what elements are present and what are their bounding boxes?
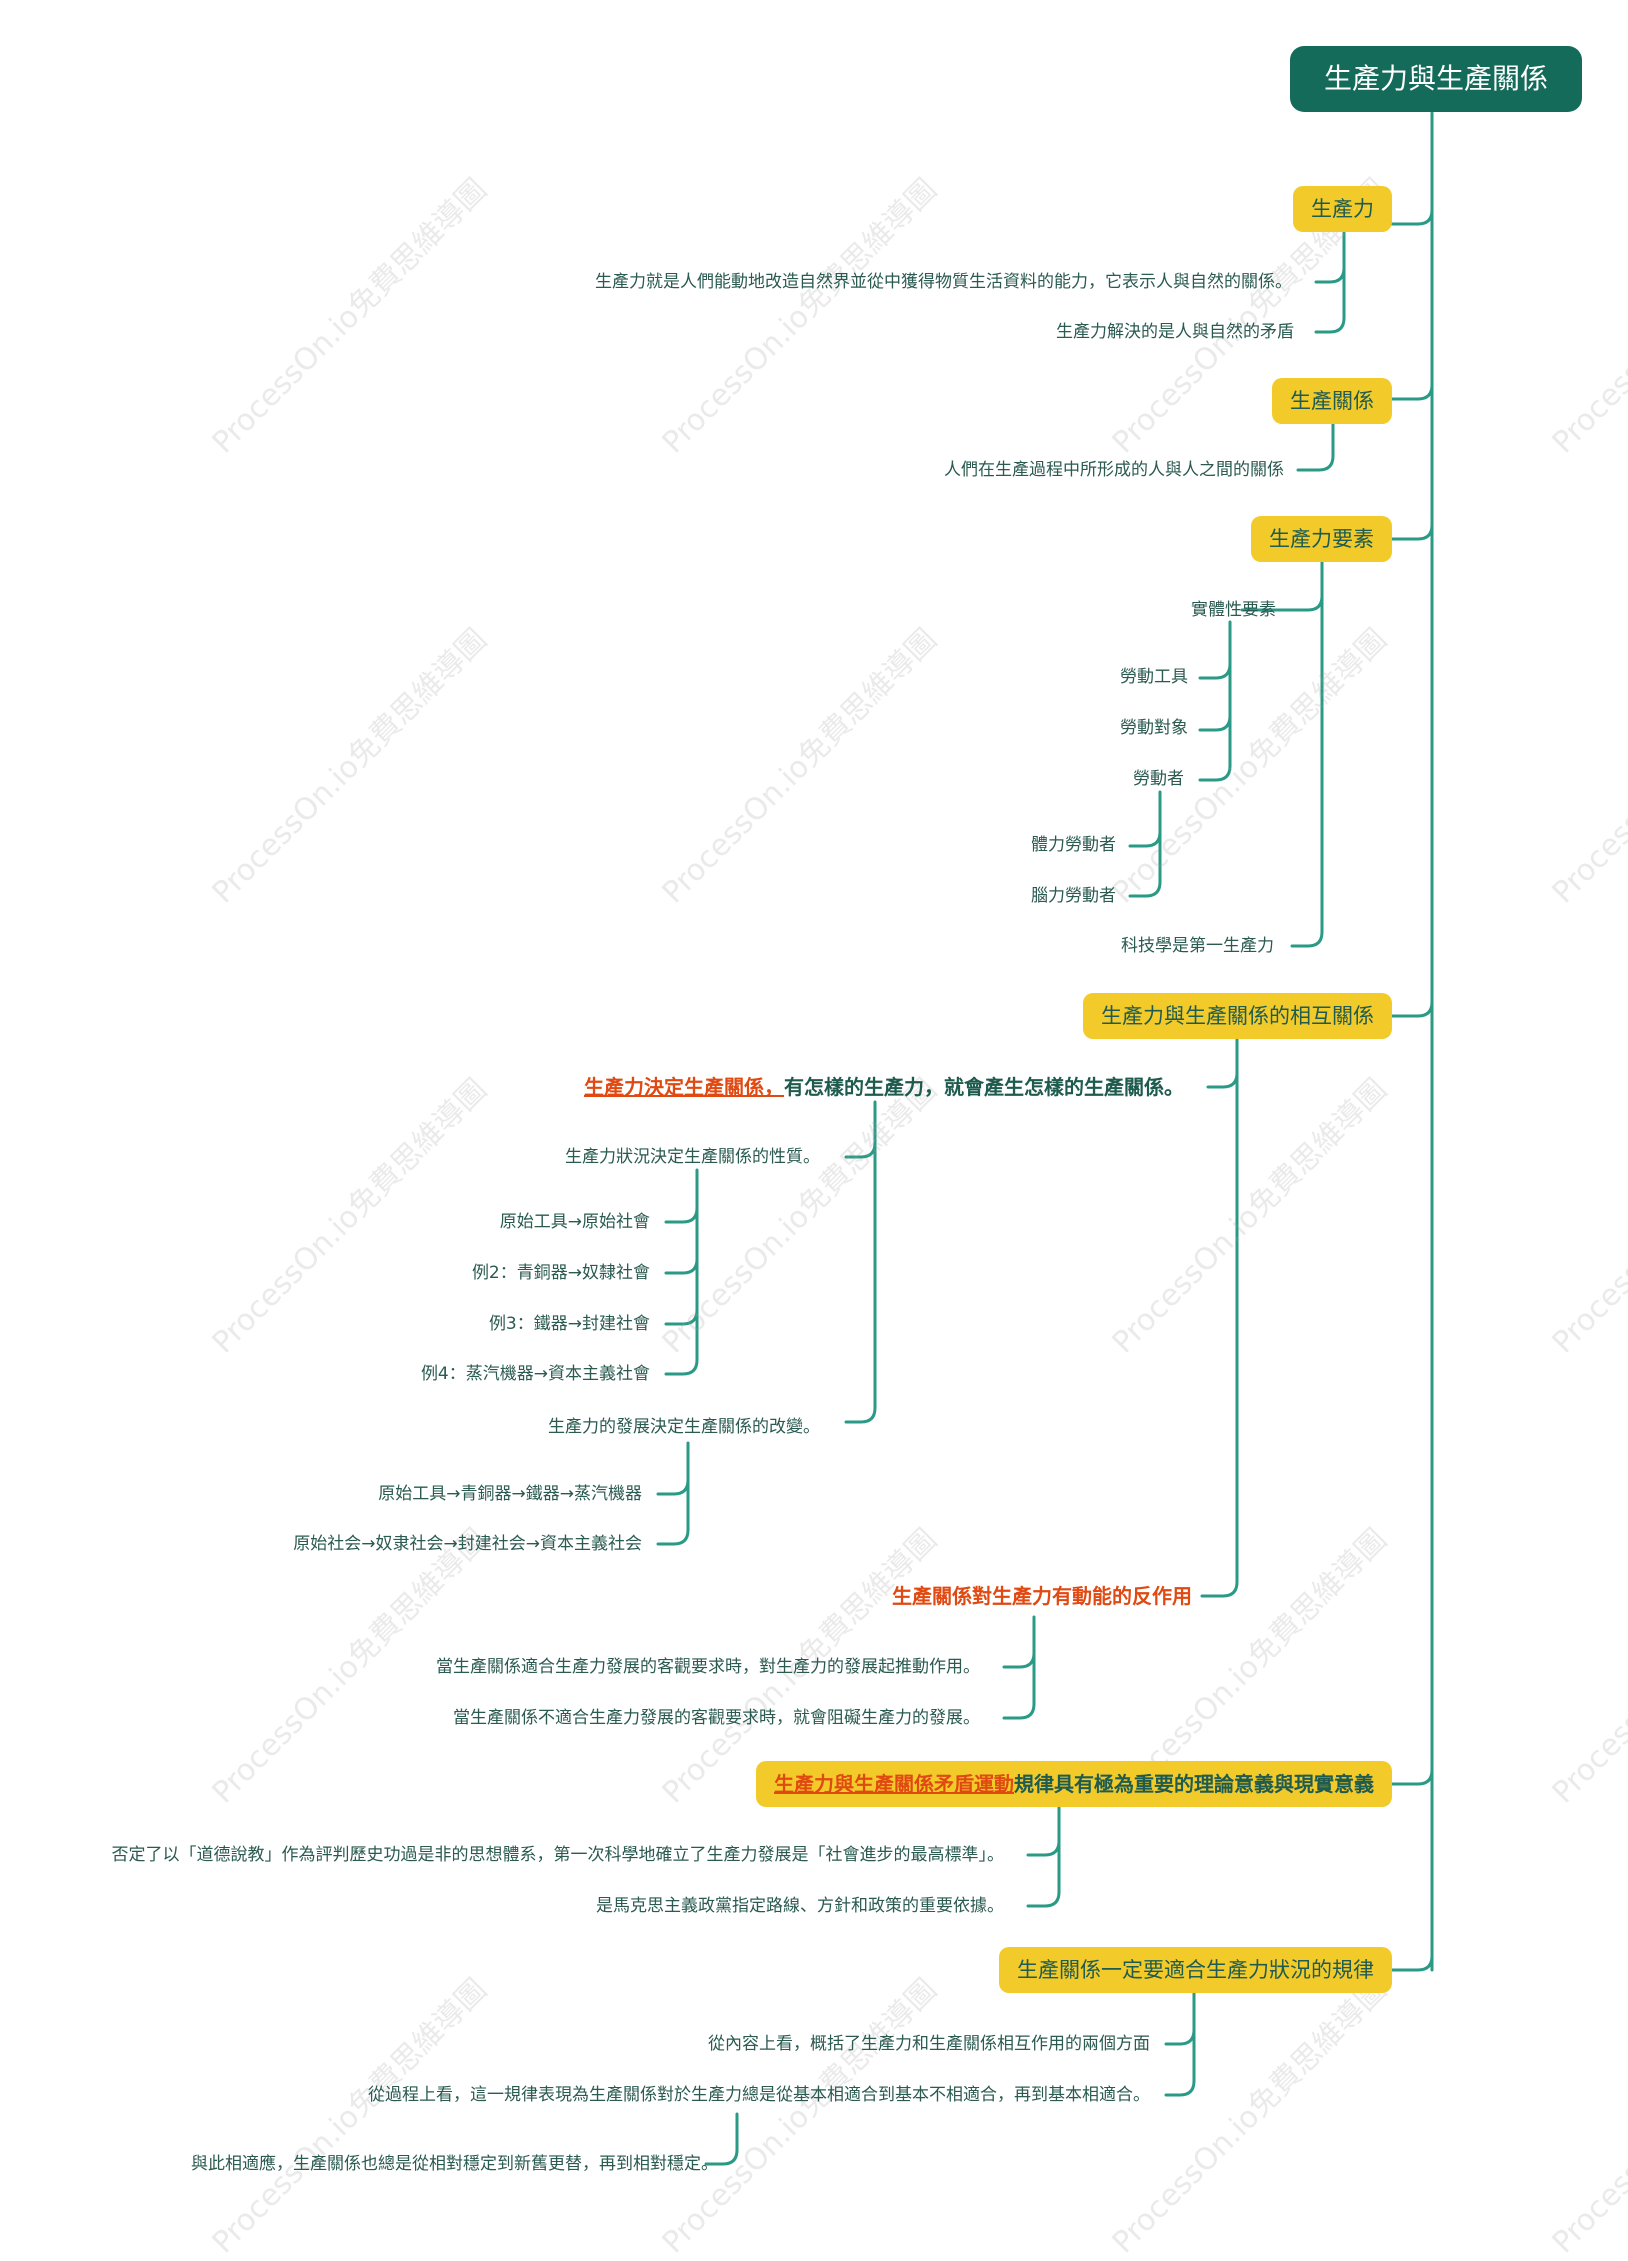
watermark: ProcessOn.io免費思維導圖 [1105,1072,1394,1361]
topic-adaptation-law[interactable]: 生產關係一定要適合生產力狀況的規律 [999,1947,1392,1993]
leaf-labor-objects[interactable]: 勞動對象 [1120,718,1188,738]
leaf-reaction[interactable]: 生產關係對生產力有動能的反作用 [892,1584,1192,1608]
watermark: ProcessOn.io免費思維導圖 [1545,622,1628,911]
leaf-science-productivity[interactable]: 科技學是第一生產力 [1121,936,1274,956]
leaf-society-sequence[interactable]: 原始社会→奴隶社会→封建社会→資本主義社会 [293,1534,642,1554]
watermark: ProcessOn.io免費思維導圖 [1105,1972,1394,2261]
leaf-law-stability[interactable]: 與此相適應，生產關係也總是從相對穩定到新舊更替，再到相對穩定。 [191,2154,718,2174]
leaf-labor-tools[interactable]: 勞動工具 [1120,667,1188,687]
decides-rest: 有怎樣的生產力，就會產生怎樣的生產關係。 [784,1075,1184,1099]
leaf-reaction-hinder[interactable]: 當生產關係不適合生產力發展的客觀要求時，就會阻礙生產力的發展。 [453,1708,980,1728]
topic-elements[interactable]: 生產力要素 [1251,516,1392,562]
root-topic[interactable]: 生產力與生產關係 [1289,46,1582,112]
watermark: ProcessOn.io免費思維導圖 [1545,1072,1628,1361]
leaf-example-3[interactable]: 例3：鐵器→封建社會 [488,1314,650,1334]
watermark: ProcessOn.io免費思維導圖 [205,172,494,461]
leaf-example-2[interactable]: 例2：青銅器→奴隸社會 [471,1263,650,1283]
watermark: ProcessOn.io免費思維導圖 [1545,172,1628,461]
leaf-change[interactable]: 生產力的發展決定生產關係的改變。 [548,1417,820,1437]
leaf-laborers[interactable]: 勞動者 [1133,769,1184,789]
leaf-law-process[interactable]: 從過程上看，這一規律表現為生產關係對於生產力總是從基本相適合到基本不相適合，再到… [368,2085,1150,2105]
leaf-example-1[interactable]: 原始工具→原始社會 [499,1212,650,1232]
watermark: ProcessOn.io免費思維導圖 [655,1972,944,2261]
leaf-example-4[interactable]: 例4：蒸汽機器→資本主義社會 [420,1364,650,1384]
leaf-productivity-decides[interactable]: 生產力決定生產關係，有怎樣的生產力，就會產生怎樣的生產關係。 [584,1073,1184,1101]
leaf-relations-definition[interactable]: 人們在生產過程中所形成的人與人之間的關係 [944,460,1284,480]
watermark: ProcessOn.io免費思維導圖 [1105,622,1394,911]
watermark: ProcessOn.io免費思維導圖 [655,1072,944,1361]
topic-interrelation[interactable]: 生產力與生產關係的相互關係 [1083,993,1392,1039]
watermark: ProcessOn.io免費思維導圖 [655,172,944,461]
leaf-productivity-definition[interactable]: 生產力就是人們能動地改造自然界並從中獲得物質生活資料的能力，它表示人與自然的關係… [595,272,1292,292]
leaf-significance-practice[interactable]: 是馬克思主義政黨指定路線、方針和政策的重要依據。 [596,1896,1004,1916]
leaf-physical-laborer[interactable]: 體力勞動者 [1031,835,1116,855]
leaf-mental-laborer[interactable]: 腦力勞動者 [1031,886,1116,906]
topic-productivity[interactable]: 生產力 [1293,186,1392,232]
leaf-law-content[interactable]: 從內容上看，概括了生產力和生產關係相互作用的兩個方面 [708,2034,1150,2054]
decides-highlight: 生產力決定生產關係， [584,1075,784,1099]
leaf-nature[interactable]: 生產力狀況決定生產關係的性質。 [565,1147,820,1167]
watermark: ProcessOn.io免費思維導圖 [205,622,494,911]
leaf-significance-theory[interactable]: 否定了以「道德說教」作為評判歷史功過是非的思想體系，第一次科學地確立了生產力發展… [111,1845,1005,1865]
watermark: ProcessOn.io免費思維導圖 [205,1072,494,1361]
watermark: ProcessOn.io免費思維導圖 [1545,1522,1628,1811]
contradiction-highlight: 生產力與生產關係矛盾運動 [774,1772,1014,1796]
leaf-tools-sequence[interactable]: 原始工具→青銅器→鐵器→蒸汽機器 [378,1484,642,1504]
leaf-entity-elements[interactable]: 實體性要素 [1191,600,1276,620]
topic-relations[interactable]: 生產關係 [1272,378,1392,424]
leaf-reaction-promote[interactable]: 當生產關係適合生產力發展的客觀要求時，對生產力的發展起推動作用。 [436,1657,980,1677]
watermark: ProcessOn.io免費思維導圖 [205,1972,494,2261]
watermark: ProcessOn.io免費思維導圖 [655,622,944,911]
topic-contradiction-law[interactable]: 生產力與生產關係矛盾運動規律具有極為重要的理論意義與現實意義 [756,1761,1392,1807]
contradiction-rest: 規律具有極為重要的理論意義與現實意義 [1014,1772,1374,1796]
leaf-productivity-contradiction[interactable]: 生產力解決的是人與自然的矛盾 [1056,322,1294,342]
watermark: ProcessOn.io免費思維導圖 [1545,1972,1628,2261]
